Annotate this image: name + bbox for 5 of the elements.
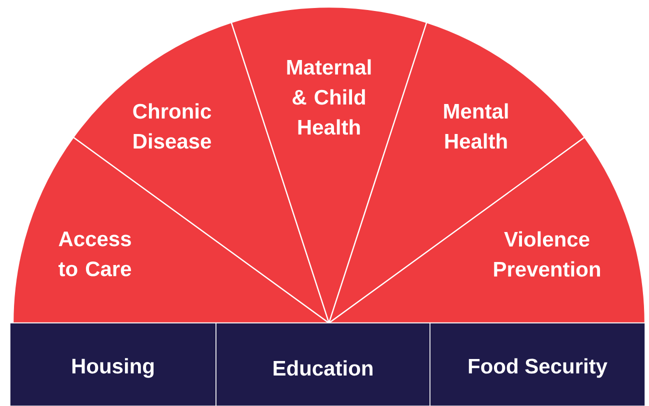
bar-cell: Food Security: [430, 322, 646, 406]
bar-cell: Education: [216, 322, 430, 406]
node-label: Education: [274, 360, 372, 376]
wedge-segment: Maternal & Child Health: [230, 6, 428, 324]
bar-cell: Housing: [10, 322, 216, 406]
